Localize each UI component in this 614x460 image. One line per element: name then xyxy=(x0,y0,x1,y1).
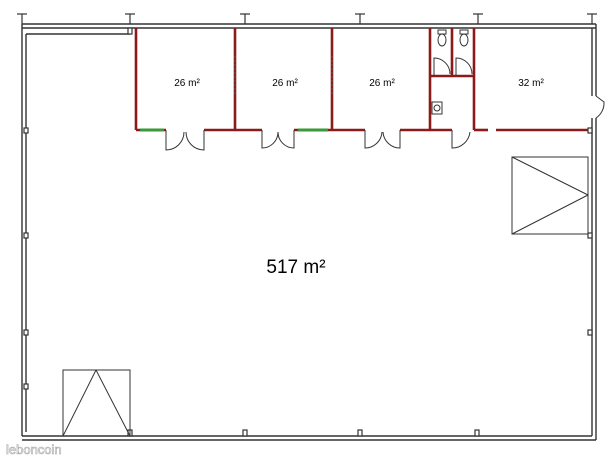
main-area-label: 517 m² xyxy=(266,257,325,278)
loading-door xyxy=(62,369,131,437)
room-area-label: 26 m² xyxy=(369,78,395,89)
toilet-icon xyxy=(437,29,447,47)
outer-walls xyxy=(21,23,597,441)
room-area-label: 32 m² xyxy=(518,78,544,89)
room-area-label: 26 m² xyxy=(174,78,200,89)
room-area-label: 26 m² xyxy=(272,78,298,89)
sink-icon xyxy=(431,101,443,115)
toilet-icon xyxy=(459,29,469,47)
column-markers xyxy=(17,13,597,437)
doors xyxy=(130,27,605,151)
glass-partitions xyxy=(234,56,333,96)
watermark-logo: leboncoin xyxy=(6,442,62,457)
loading-dock xyxy=(511,156,589,235)
